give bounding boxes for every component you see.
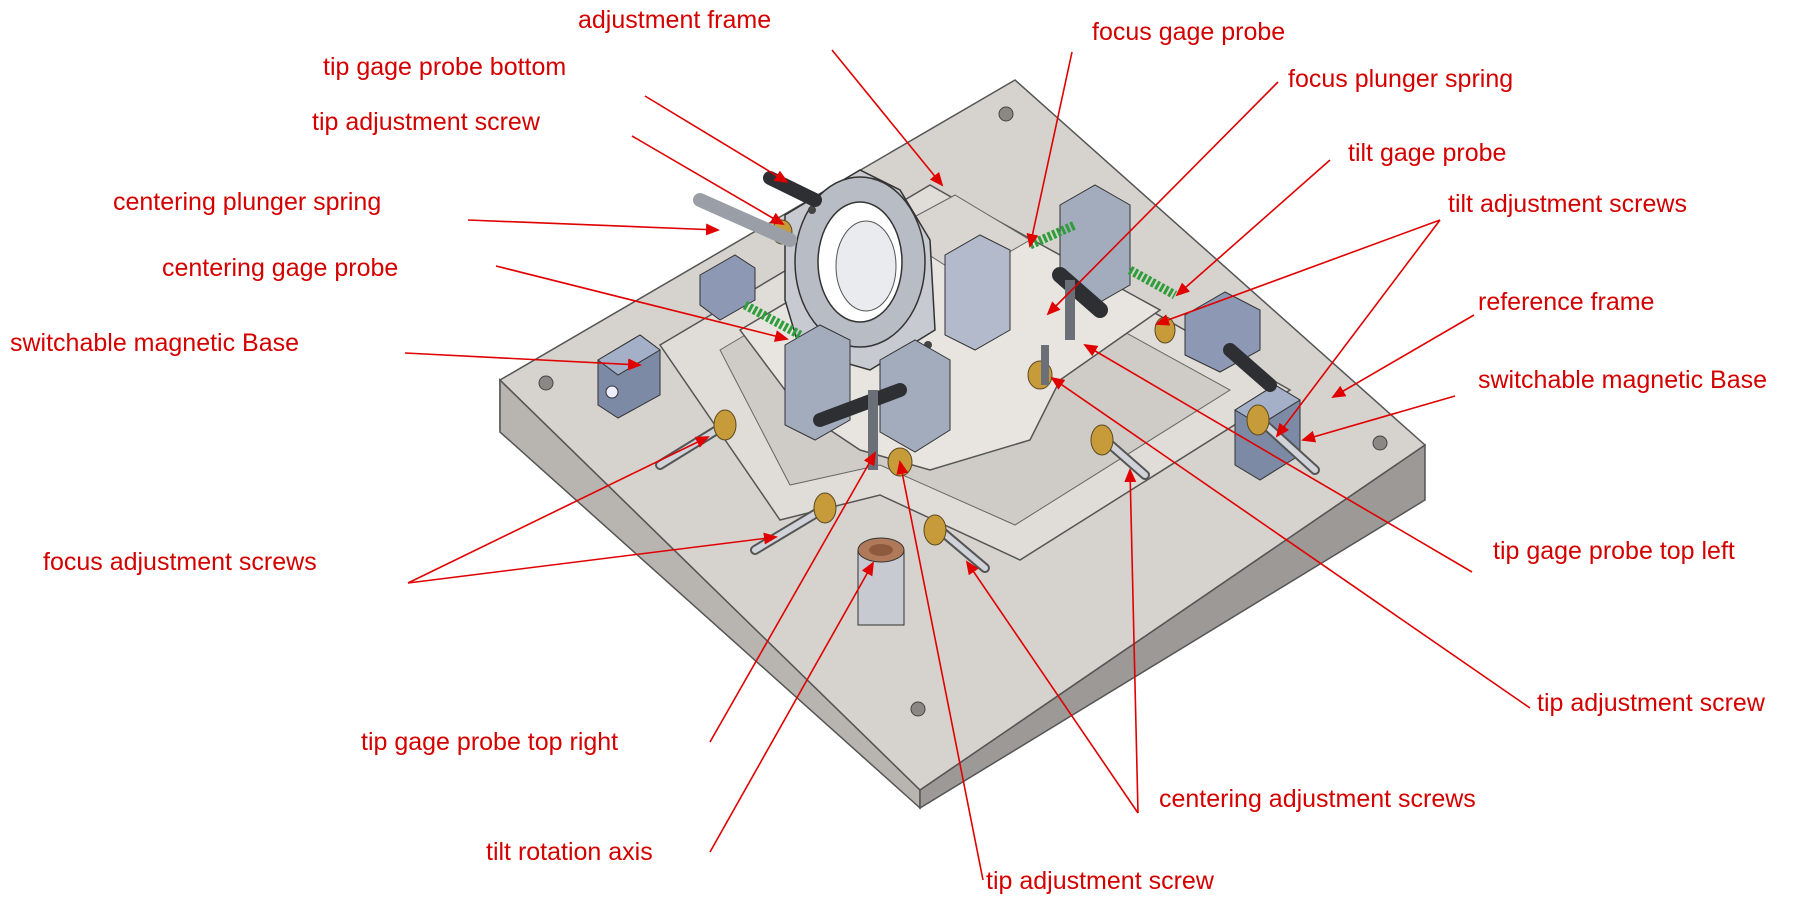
leader-focus-adjustment-screws-a xyxy=(407,436,710,584)
label-tip-adjustment-screw-bottom: tip adjustment screw xyxy=(986,867,1214,895)
leader-tilt-adjustment-screws-b xyxy=(1275,219,1441,438)
label-tip-gage-probe-top-right: tip gage probe top right xyxy=(361,728,619,756)
leader-tip-adjustment-screw-right xyxy=(1050,376,1531,709)
leader-switchable-magnetic-base-left xyxy=(404,352,642,371)
label-focus-adjustment-screws: focus adjustment screws xyxy=(43,548,317,576)
leader-tip-gage-probe-top-left xyxy=(1083,343,1473,573)
label-tip-adjustment-screw-top: tip adjustment screw xyxy=(312,108,540,136)
leader-tip-gage-probe-top-right xyxy=(709,451,876,743)
leader-reference-frame xyxy=(1331,314,1475,399)
leader-tilt-gage-probe xyxy=(1175,159,1331,297)
leader-tip-adjustment-screw-bottom xyxy=(896,460,984,881)
plunger-springs xyxy=(693,193,1178,339)
label-tilt-gage-probe: tilt gage probe xyxy=(1348,139,1507,167)
label-focus-gage-probe: focus gage probe xyxy=(1092,18,1286,46)
label-tilt-adjustment-screws: tilt adjustment screws xyxy=(1448,190,1687,218)
leader-tip-gage-probe-bottom xyxy=(644,95,789,184)
label-reference-frame: reference frame xyxy=(1478,288,1655,316)
leader-centering-adjustment-screws-a xyxy=(965,560,1139,814)
label-switchable-magnetic-base-right: switchable magnetic Base xyxy=(1478,366,1768,394)
ring-bore xyxy=(835,220,897,312)
leader-centering-adjustment-screws-b xyxy=(1124,468,1139,814)
leader-centering-gage-probe xyxy=(495,265,789,342)
plate-hole-3 xyxy=(1372,435,1388,451)
plate-hole-2 xyxy=(538,375,554,391)
leader-focus-gage-probe xyxy=(1026,51,1073,248)
label-adjustment-frame: adjustment frame xyxy=(578,6,772,34)
plate-hole-1 xyxy=(998,106,1014,122)
label-tilt-rotation-axis: tilt rotation axis xyxy=(486,838,653,866)
tilt-rotation-axis-pivot xyxy=(857,537,905,626)
leader-tilt-adjustment-screws-a xyxy=(1155,219,1441,326)
plate-hole-4 xyxy=(910,701,926,717)
ring-holder xyxy=(784,169,936,371)
magnetic-base-left xyxy=(597,254,756,419)
label-tip-gage-probe-top-left: tip gage probe top left xyxy=(1493,537,1735,565)
label-focus-plunger-spring: focus plunger spring xyxy=(1288,65,1514,93)
label-centering-plunger-spring: centering plunger spring xyxy=(113,188,382,216)
label-tip-adjustment-screw-right: tip adjustment screw xyxy=(1537,689,1765,717)
probe-blocks xyxy=(784,184,1131,453)
label-switchable-magnetic-base-left: switchable magnetic Base xyxy=(10,329,300,357)
leader-focus-plunger-spring xyxy=(1046,81,1279,316)
label-tip-gage-probe-bottom: tip gage probe bottom xyxy=(323,53,567,81)
label-centering-gage-probe: centering gage probe xyxy=(162,254,399,282)
leader-switchable-magnetic-base-right xyxy=(1301,395,1456,443)
leader-adjustment-frame xyxy=(831,49,944,187)
leader-lines xyxy=(404,49,1531,881)
leader-centering-plunger-spring xyxy=(467,219,720,236)
label-centering-adjustment-screws: centering adjustment screws xyxy=(1159,785,1476,813)
leader-tilt-rotation-axis xyxy=(709,561,874,853)
leader-focus-adjustment-screws-b xyxy=(407,532,778,584)
leader-tip-adjustment-screw-top xyxy=(631,135,785,226)
